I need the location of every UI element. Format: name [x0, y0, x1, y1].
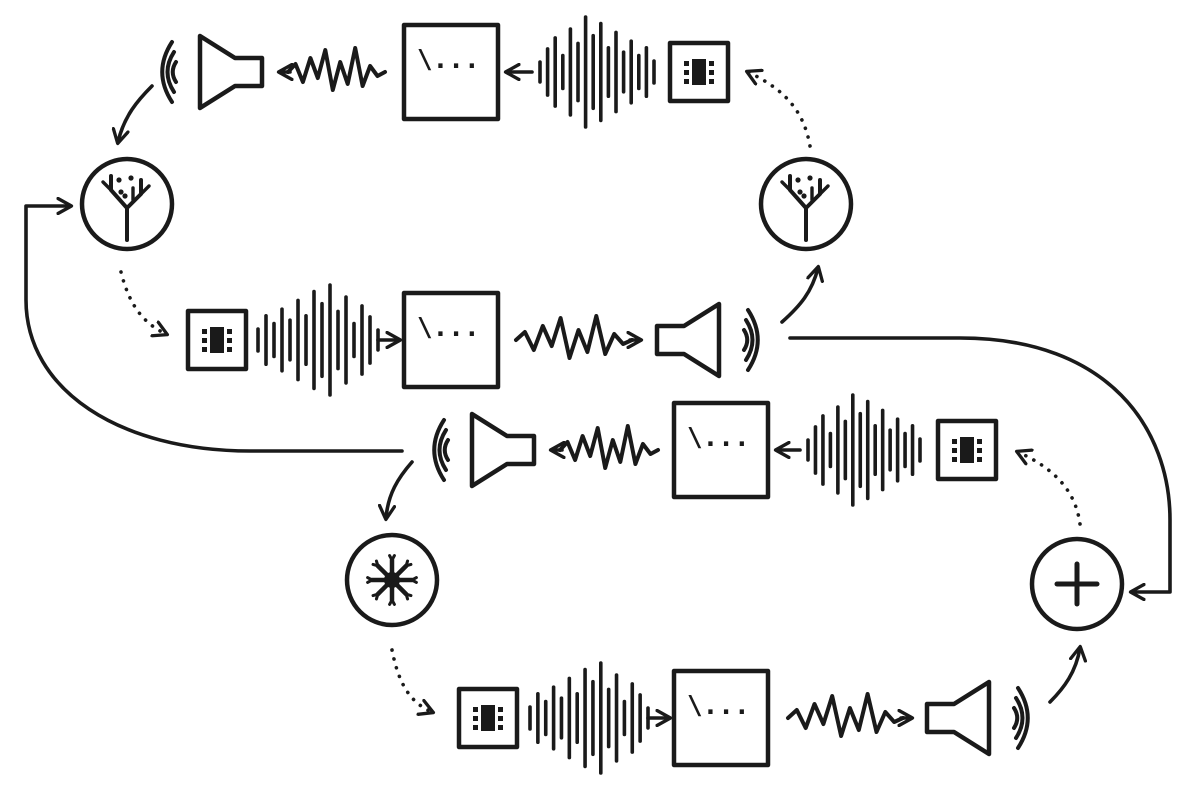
- connector-dotted-arrow: [390, 648, 432, 712]
- node-left-top: [79, 156, 175, 252]
- row-row4: \...: [456, 661, 1030, 775]
- sound-waves-icon: [160, 40, 178, 104]
- signal-icon: [286, 46, 387, 92]
- plus-icon: [1054, 561, 1100, 607]
- nodes-layer: [79, 156, 1125, 632]
- rows-layer: \... \... \... \...: [160, 15, 1030, 775]
- chip-icon: [935, 418, 999, 482]
- waveform-icon: [538, 15, 656, 129]
- terminal-prompt-text: \...: [417, 45, 480, 75]
- splat-icon: [366, 554, 418, 606]
- row-row1: \...: [160, 15, 731, 129]
- chip-icon: [185, 308, 249, 372]
- terminal-icon: \...: [401, 290, 501, 390]
- connector-dotted-arrow: [119, 270, 166, 334]
- speaker-icon: [197, 33, 265, 111]
- connector-dotted-arrow: [748, 72, 812, 148]
- terminal-icon: \...: [401, 22, 501, 122]
- branching-tree-icon: [780, 174, 830, 242]
- connector-arrow: [1048, 648, 1080, 704]
- terminal-prompt-text: \...: [687, 691, 750, 721]
- waveform-icon: [256, 283, 380, 397]
- node-left-bottom: [344, 532, 440, 628]
- chip-icon: [456, 686, 520, 750]
- terminal-icon: \...: [671, 668, 771, 768]
- signal-icon: [514, 314, 634, 360]
- sound-waves-icon: [742, 308, 760, 372]
- connector-arrow: [386, 460, 414, 518]
- speaker-icon: [469, 411, 537, 489]
- connector-arrow: [780, 268, 818, 324]
- node-right-bottom: [1029, 536, 1125, 632]
- row-row2: \...: [185, 283, 760, 397]
- chip-icon: [667, 40, 731, 104]
- speaker-icon: [924, 679, 992, 757]
- waveform-icon: [528, 661, 650, 775]
- terminal-prompt-text: \...: [687, 423, 750, 453]
- sound-waves-icon: [1012, 686, 1030, 750]
- terminal-prompt-text: \...: [417, 313, 480, 343]
- terminal-icon: \...: [671, 400, 771, 500]
- branching-tree-icon: [101, 174, 151, 242]
- connector-arrow: [118, 84, 154, 142]
- signal-icon: [558, 424, 660, 470]
- signal-icon: [786, 692, 905, 738]
- connector-long-arrow: [788, 336, 1172, 592]
- node-right-top: [758, 156, 854, 252]
- sound-waves-icon: [432, 418, 450, 482]
- waveform-icon: [806, 393, 922, 507]
- row-row3: \...: [432, 393, 999, 507]
- connectors-layer: [24, 72, 1172, 712]
- connector-long-arrow: [24, 206, 404, 453]
- speaker-icon: [654, 301, 722, 379]
- connector-dotted-arrow: [1018, 452, 1082, 526]
